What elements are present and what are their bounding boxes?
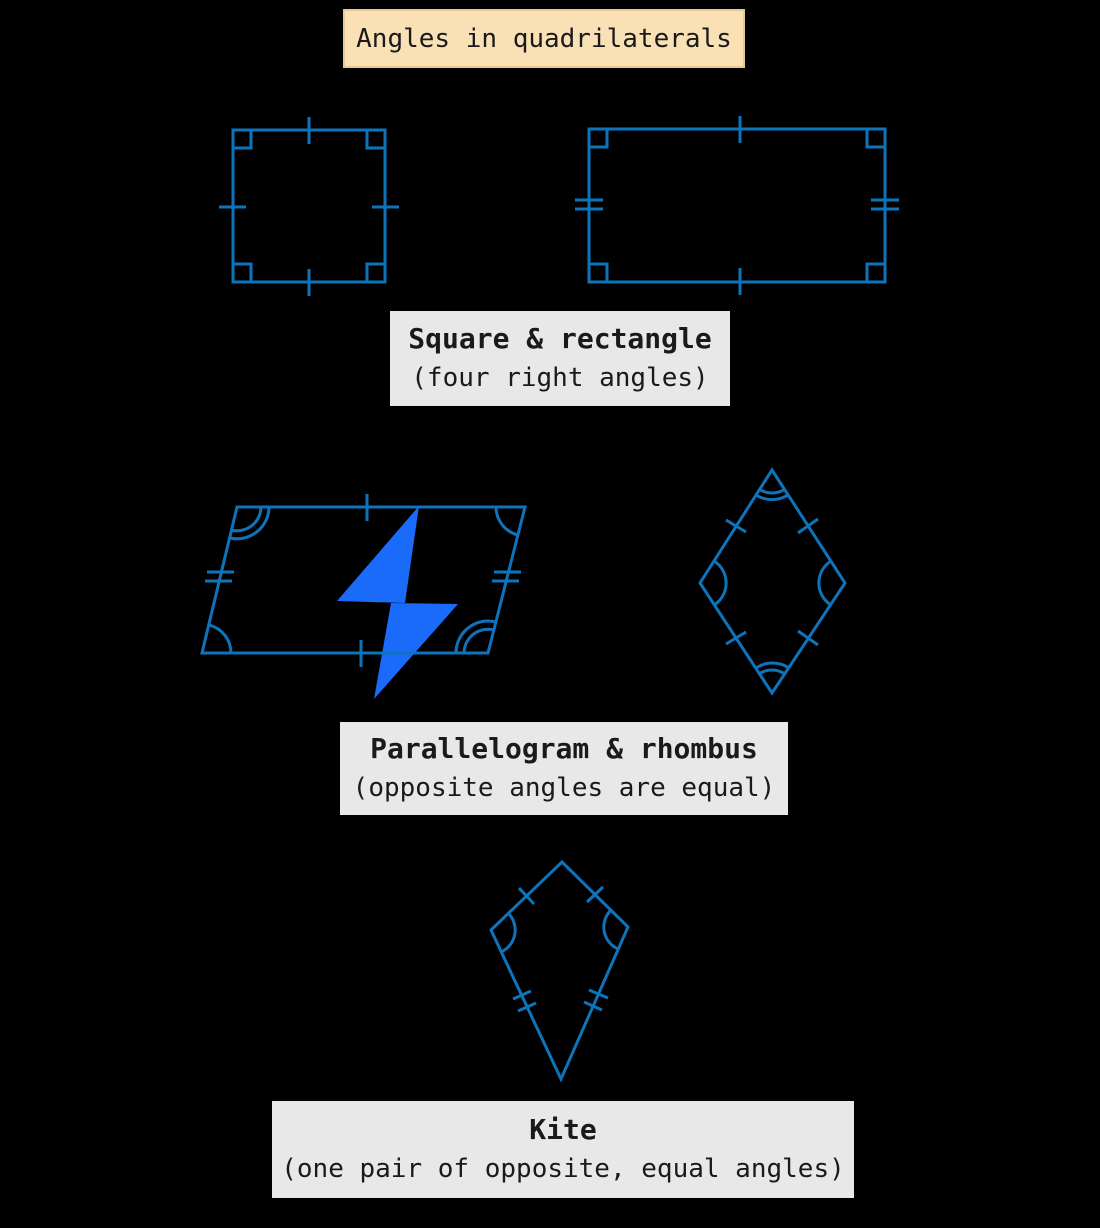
tick-mark <box>797 517 819 535</box>
angle-arc <box>500 911 517 954</box>
tick-mark <box>725 630 747 646</box>
caption-parallelogram-rhombus: Parallelogram & rhombus (opposite angles… <box>340 722 788 815</box>
lightning-bolt-icon <box>337 506 458 699</box>
right-angle-mark <box>365 262 385 282</box>
kite-shape <box>489 859 630 1083</box>
caption-heading: Parallelogram & rhombus <box>370 732 758 766</box>
kite-outline <box>489 859 630 1083</box>
right-angle-mark <box>865 129 885 149</box>
title-banner: Angles in quadrilaterals <box>343 9 745 68</box>
tick-mark <box>517 886 536 906</box>
square-shape <box>219 117 399 296</box>
tick-mark <box>725 518 747 534</box>
caption-subheading: (four right angles) <box>411 362 709 393</box>
double-tick-mark <box>575 198 603 211</box>
double-tick-mark <box>583 988 609 1012</box>
angle-arc <box>602 908 619 951</box>
right-angle-mark <box>589 262 609 282</box>
parallelogram-outline <box>200 505 527 655</box>
double-tick-mark <box>512 989 537 1013</box>
double-angle-arc <box>454 619 497 654</box>
right-angle-mark <box>589 129 609 149</box>
double-angle-arc <box>755 661 790 676</box>
double-angle-arc <box>229 506 271 541</box>
right-angle-mark <box>365 130 385 150</box>
rhombus-shape <box>698 467 847 696</box>
double-angle-arc <box>755 487 789 502</box>
double-tick-mark <box>205 570 234 583</box>
square-outline <box>231 128 387 284</box>
angle-arc <box>494 506 519 537</box>
rhombus-outline <box>698 467 847 696</box>
right-angle-mark <box>233 262 253 282</box>
right-angle-mark <box>233 130 253 150</box>
tick-mark <box>585 885 605 904</box>
angle-arc <box>208 623 233 654</box>
title-text: Angles in quadrilaterals <box>356 23 732 54</box>
tick-mark <box>797 629 819 647</box>
caption-heading: Square & rectangle <box>408 322 712 356</box>
caption-subheading: (one pair of opposite, equal angles) <box>281 1153 845 1184</box>
double-tick-mark <box>492 570 521 583</box>
parallelogram-shape <box>200 494 527 667</box>
caption-subheading: (opposite angles are equal) <box>352 772 776 803</box>
angle-arc <box>817 559 832 607</box>
caption-heading: Kite <box>529 1113 597 1147</box>
angle-arc <box>713 559 728 607</box>
right-angle-mark <box>865 262 885 282</box>
caption-square-rectangle: Square & rectangle (four right angles) <box>390 311 730 406</box>
caption-kite: Kite (one pair of opposite, equal angles… <box>272 1101 854 1198</box>
rectangle-shape <box>575 116 899 295</box>
rectangle-outline <box>587 127 887 284</box>
double-tick-mark <box>871 198 899 211</box>
